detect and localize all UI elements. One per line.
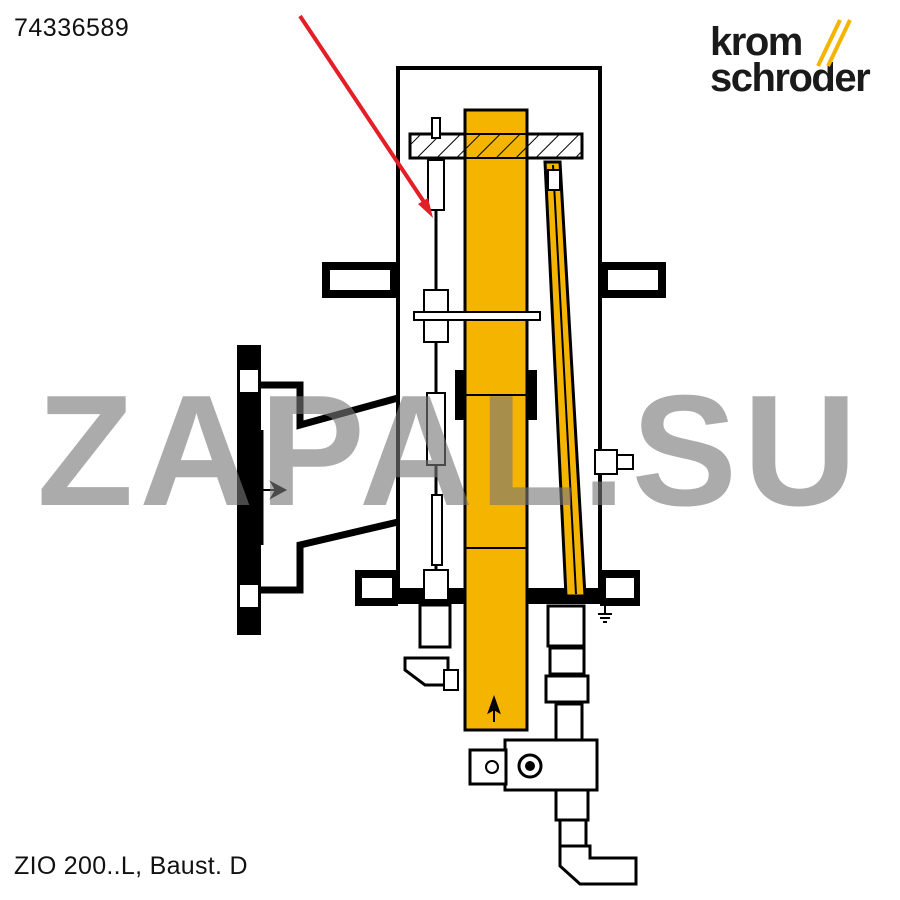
logo-line-1: krom (710, 20, 803, 64)
logo-line-2: schroder (710, 56, 871, 100)
krom-schroder-logo: krom schroder (708, 14, 888, 104)
ground-icon (598, 600, 612, 623)
part-number: 74336589 (14, 14, 130, 42)
ignition-electrode (543, 160, 587, 598)
gas-connection-assembly (468, 604, 638, 886)
model-caption: ZIO 200..L, Baust. D (14, 852, 248, 880)
side-fitting (594, 449, 634, 623)
logo-accent-slashes (816, 19, 852, 67)
pilot-rod-assembly (403, 117, 541, 691)
flow-arrow-icon (252, 480, 288, 500)
red-arrow-icon (298, 14, 433, 218)
burner-tube (455, 108, 537, 732)
gas-inlet-flange (237, 345, 399, 635)
burner-housing (322, 66, 666, 606)
flow-arrow-icon (487, 695, 501, 722)
